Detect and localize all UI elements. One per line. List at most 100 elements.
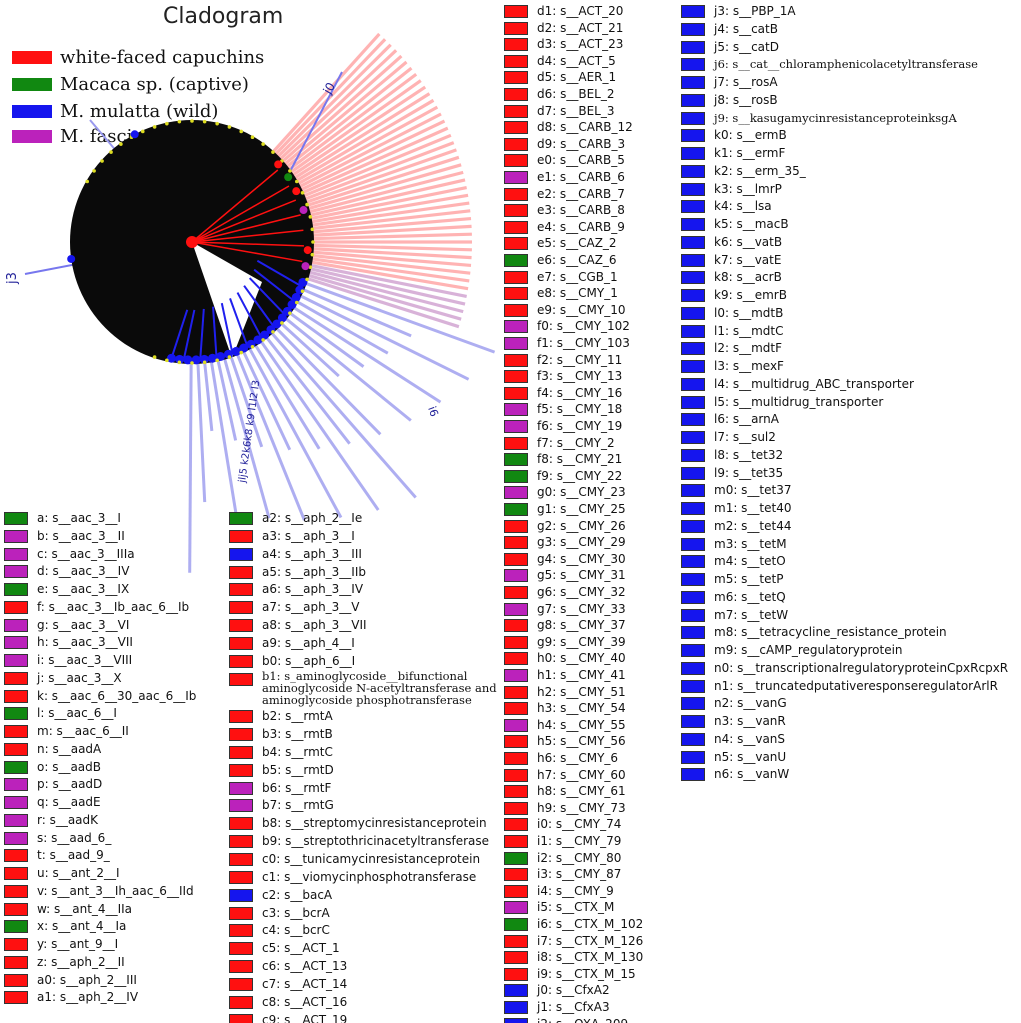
feature-color-swatch bbox=[229, 995, 253, 1009]
blue-node bbox=[260, 330, 270, 340]
feature-label: m5: s__tetP bbox=[714, 572, 784, 586]
feature-color-swatch bbox=[504, 851, 528, 865]
leaf-node bbox=[311, 240, 315, 244]
feature-label: c6: s__ACT_13 bbox=[262, 959, 348, 973]
blue-clade-ray bbox=[271, 323, 382, 436]
feature-color-swatch bbox=[681, 431, 705, 444]
feature-label: f6: s__CMY_19 bbox=[537, 419, 623, 433]
feature-color-swatch bbox=[229, 637, 253, 650]
blue-clade-ray bbox=[239, 345, 292, 451]
feature-color-swatch bbox=[4, 725, 28, 738]
group-color-swatch bbox=[12, 51, 52, 64]
feature-label: l9: s__tet35 bbox=[714, 465, 784, 480]
feature-color-swatch bbox=[504, 270, 528, 284]
feature-color-swatch bbox=[504, 586, 528, 599]
feature-label: g8: s__CMY_37 bbox=[537, 618, 626, 633]
feature-label: g: s__aac_3__VI bbox=[37, 617, 130, 632]
feature-label: k7: s__vatE bbox=[714, 252, 782, 267]
feature-label: k2: s__erm_35_ bbox=[714, 163, 806, 178]
feature-color-swatch bbox=[504, 801, 528, 815]
feature-label: d5: s__AER_1 bbox=[537, 70, 617, 85]
feature-color-swatch bbox=[504, 154, 528, 168]
leaf-node bbox=[294, 179, 299, 184]
blue-node bbox=[272, 319, 282, 329]
feature-label: g7: s__CMY_33 bbox=[537, 601, 626, 616]
feature-color-swatch bbox=[681, 715, 705, 728]
feature-label: m6: s__tetQ bbox=[714, 589, 786, 604]
feature-label: m9: s__cAMP_regulatoryprotein bbox=[714, 643, 903, 657]
feature-label: n5: s__vanU bbox=[714, 749, 787, 764]
feature-label: m2: s__tet44 bbox=[714, 518, 792, 533]
feature-label: b0: s__aph_6__I bbox=[262, 653, 356, 668]
feature-label: l4: s__multidrug_ABC_transporter bbox=[714, 376, 914, 391]
red-clade-ray bbox=[301, 246, 472, 260]
feature-color-swatch bbox=[681, 360, 705, 373]
blue-clade-ray bbox=[196, 356, 207, 503]
leaf-node bbox=[165, 121, 169, 126]
feature-color-swatch bbox=[4, 920, 28, 934]
leaf-node bbox=[177, 119, 182, 124]
feature-label: e3: s__CARB_8 bbox=[537, 203, 625, 218]
feature-label: e0: s__CARB_5 bbox=[537, 153, 625, 168]
leaf-node bbox=[280, 321, 284, 325]
red-branch bbox=[191, 241, 304, 247]
feature-color-swatch bbox=[4, 778, 28, 792]
feature-color-swatch bbox=[229, 763, 253, 777]
feature-color-swatch bbox=[4, 884, 28, 898]
feature-label: q: s__aadE bbox=[37, 795, 101, 809]
leaf-node bbox=[300, 289, 305, 294]
feature-color-swatch bbox=[229, 906, 253, 920]
feature-label: j3: s__PBP_1A bbox=[714, 4, 796, 18]
feature-color-swatch bbox=[229, 870, 253, 884]
feature-color-swatch bbox=[504, 287, 528, 301]
red-clade-ray bbox=[298, 267, 464, 314]
feature-label: c5: s__ACT_1 bbox=[262, 941, 340, 956]
feature-color-swatch bbox=[504, 569, 528, 583]
blue-node bbox=[277, 313, 287, 323]
feature-color-swatch bbox=[681, 590, 705, 604]
clade-label-i6: i6 bbox=[425, 405, 441, 419]
blue-clade-ray bbox=[215, 353, 238, 441]
clade-node bbox=[284, 173, 293, 182]
red-clade-ray bbox=[271, 49, 398, 168]
feature-label: p: s__aadD bbox=[37, 777, 103, 792]
red-clade-ray bbox=[297, 163, 462, 214]
feature-label: b3: s__rmtB bbox=[262, 727, 333, 741]
feature-label: f9: s__CMY_22 bbox=[537, 468, 623, 483]
leaf-node bbox=[261, 338, 265, 342]
feature-color-swatch bbox=[681, 76, 705, 89]
leaf-node bbox=[288, 169, 292, 173]
feature-label: h4: s__CMY_55 bbox=[537, 717, 626, 732]
feature-color-swatch bbox=[504, 303, 528, 317]
feature-label: i0: s__CMY_74 bbox=[537, 817, 622, 832]
red-clade-ray bbox=[301, 232, 472, 241]
leaf-node bbox=[310, 227, 315, 232]
red-clade-ray bbox=[301, 209, 471, 232]
leaf-node bbox=[165, 358, 169, 363]
feature-color-swatch bbox=[504, 486, 528, 500]
feature-label: j1: s__CfxA3 bbox=[537, 1000, 610, 1014]
feature-label: e2: s__CARB_7 bbox=[537, 186, 625, 201]
feature-color-swatch bbox=[4, 867, 28, 880]
leaf-node bbox=[288, 311, 292, 315]
blue-clade-ray bbox=[261, 331, 351, 445]
feature-color-swatch bbox=[4, 565, 28, 579]
feature-color-swatch bbox=[504, 420, 528, 433]
blue-clade-ray bbox=[208, 355, 238, 513]
feature-color-swatch bbox=[504, 785, 528, 799]
feature-label: d: s__aac_3__IV bbox=[37, 564, 130, 579]
feature-label: f0: s__CMY_102 bbox=[537, 319, 630, 334]
feature-color-swatch bbox=[681, 555, 705, 569]
blue-clade-ray bbox=[284, 308, 365, 368]
feature-label: f7: s__CMY_2 bbox=[537, 435, 615, 450]
feature-label: n2: s__vanG bbox=[714, 696, 787, 711]
feature-color-swatch bbox=[504, 519, 528, 533]
blue-clade-ray bbox=[227, 350, 264, 448]
feature-color-swatch bbox=[504, 436, 528, 450]
feature-color-swatch bbox=[681, 324, 705, 338]
feature-label: c1: s__viomycinphosphotransferase bbox=[262, 869, 477, 884]
leaf-node bbox=[310, 252, 315, 257]
feature-color-swatch bbox=[4, 547, 28, 561]
feature-color-swatch bbox=[681, 608, 705, 622]
feature-label: y: s__ant_9__I bbox=[37, 937, 119, 951]
